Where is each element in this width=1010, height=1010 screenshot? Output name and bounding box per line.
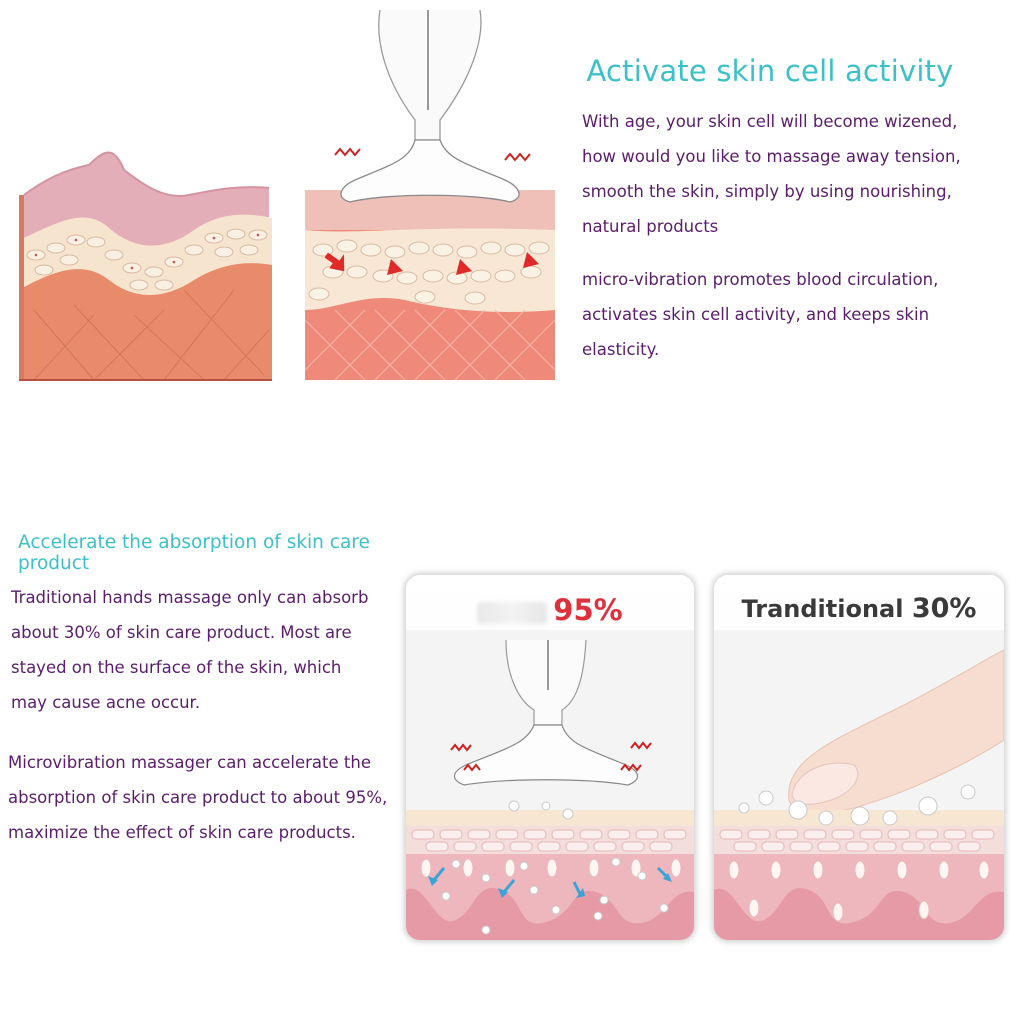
text-line: With age, your skin cell will become wiz… bbox=[582, 112, 958, 131]
microvibration-description: Microvibration massager can accelerate t… bbox=[8, 745, 408, 850]
text-line: activates skin cell activity, and keeps … bbox=[582, 305, 930, 324]
massaged-skin-illustration bbox=[304, 10, 556, 381]
aging-description: With age, your skin cell will become wiz… bbox=[582, 104, 1002, 244]
section-heading-activate: Activate skin cell activity bbox=[586, 54, 954, 88]
finger-skin-illustration bbox=[714, 630, 1004, 940]
text-line: may cause acne occur. bbox=[11, 693, 201, 712]
absorption-percent: 95% bbox=[553, 593, 623, 627]
blurred-label bbox=[477, 602, 548, 624]
panel-title: Tranditional 30% bbox=[714, 593, 1004, 624]
text-line: how would you like to massage away tensi… bbox=[582, 147, 961, 166]
traditional-description: Traditional hands massage only can absor… bbox=[11, 580, 406, 720]
text-line: smooth the skin, simply by using nourish… bbox=[582, 182, 952, 201]
section-heading-absorption: Accelerate the absorption of skin care p… bbox=[18, 532, 370, 574]
vibration-description: micro-vibration promotes blood circulati… bbox=[582, 262, 1002, 367]
panel-title: 95% bbox=[406, 593, 694, 627]
wrinkled-skin-illustration bbox=[19, 151, 272, 381]
text-line: stayed on the surface of the skin, which bbox=[11, 658, 342, 677]
text-line: natural products bbox=[582, 217, 719, 236]
text-line: elasticity. bbox=[582, 340, 660, 359]
text-line: Microvibration massager can accelerate t… bbox=[8, 753, 371, 772]
absorption-percent: 30% bbox=[911, 593, 977, 624]
traditional-absorption-panel: Tranditional 30% bbox=[714, 575, 1004, 940]
text-line: about 30% of skin care product. Most are bbox=[11, 623, 352, 642]
massager-skin-illustration bbox=[406, 630, 694, 940]
massager-absorption-panel: 95% bbox=[406, 575, 694, 940]
text-line: micro-vibration promotes blood circulati… bbox=[582, 270, 939, 289]
text-line: absorption of skin care product to about… bbox=[8, 788, 388, 807]
text-line: maximize the effect of skin care product… bbox=[8, 823, 356, 842]
traditional-label: Tranditional bbox=[741, 595, 904, 623]
text-line: Traditional hands massage only can absor… bbox=[11, 588, 369, 607]
